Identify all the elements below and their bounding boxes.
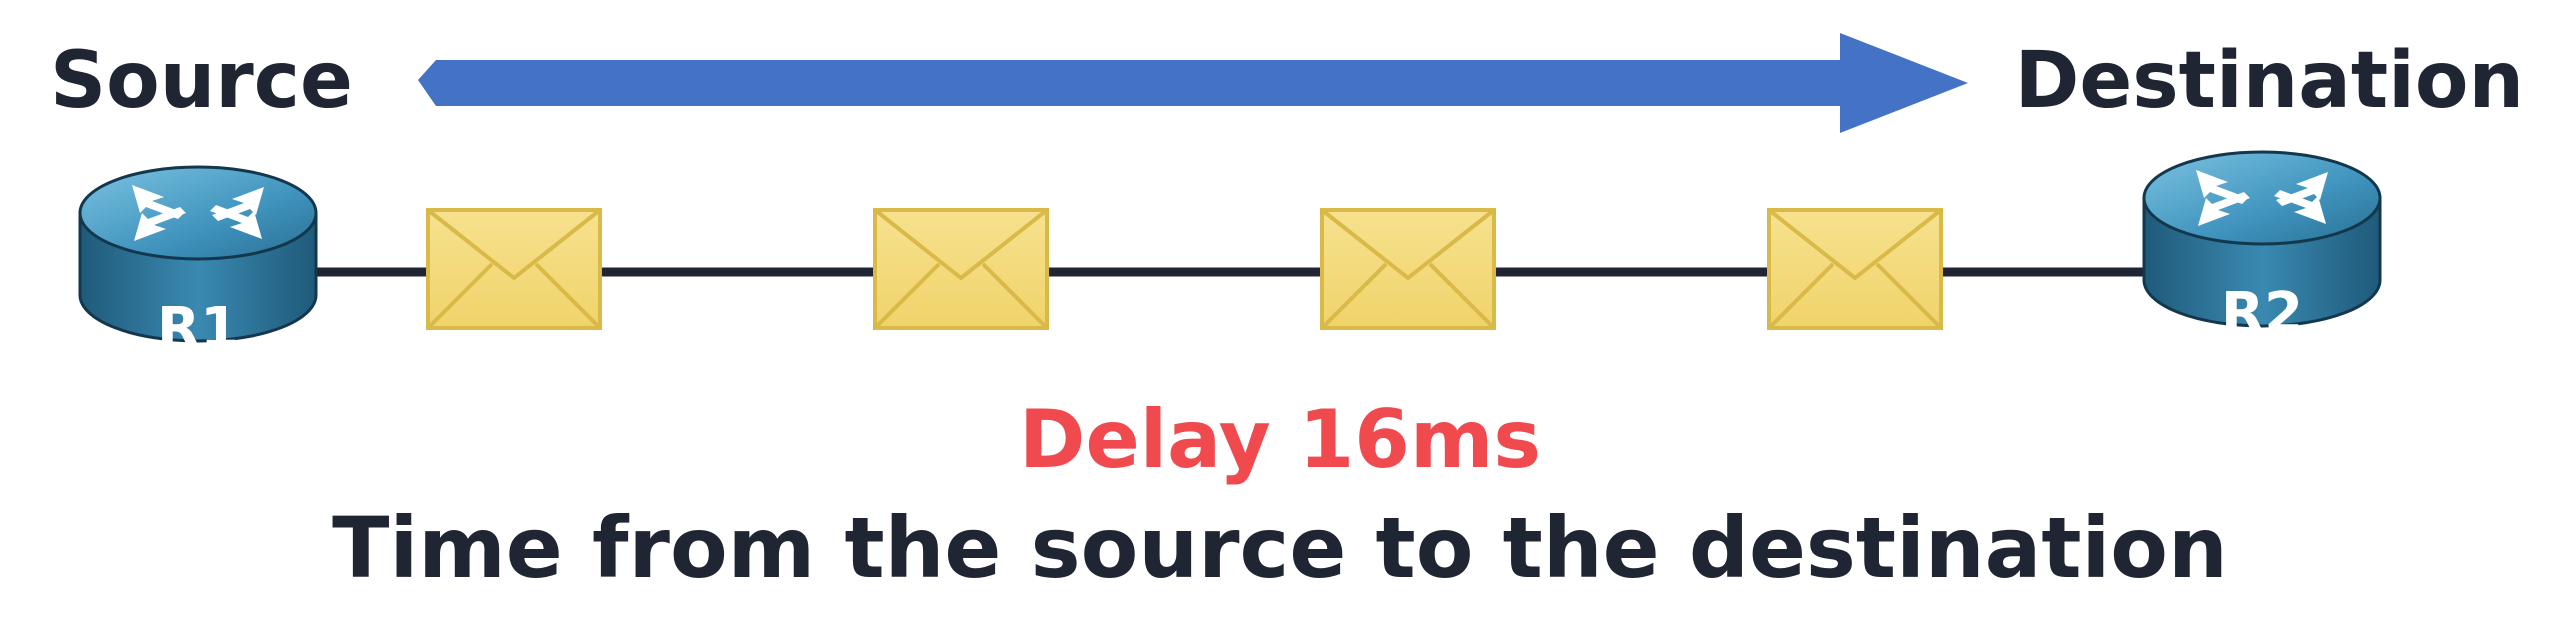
envelope-icon <box>873 208 1049 330</box>
envelope-icon <box>426 208 602 330</box>
caption-label: Time from the source to the destination <box>332 499 2228 597</box>
delay-label: Delay 16ms <box>1019 393 1541 486</box>
router-icon <box>2142 150 2382 328</box>
destination-label: Destination <box>2014 36 2524 126</box>
router-icon <box>78 165 318 343</box>
router-r1: R1 <box>78 165 318 361</box>
source-label: Source <box>50 36 353 126</box>
router-r2: R2 <box>2142 150 2382 346</box>
arrow-right-icon <box>418 33 1968 133</box>
envelope-icon <box>1320 208 1496 330</box>
direction-arrow <box>418 33 1968 133</box>
envelope-icon <box>1767 208 1943 330</box>
router-name: R1 <box>157 296 239 361</box>
packets <box>426 208 1943 330</box>
router-name: R2 <box>2221 281 2303 346</box>
